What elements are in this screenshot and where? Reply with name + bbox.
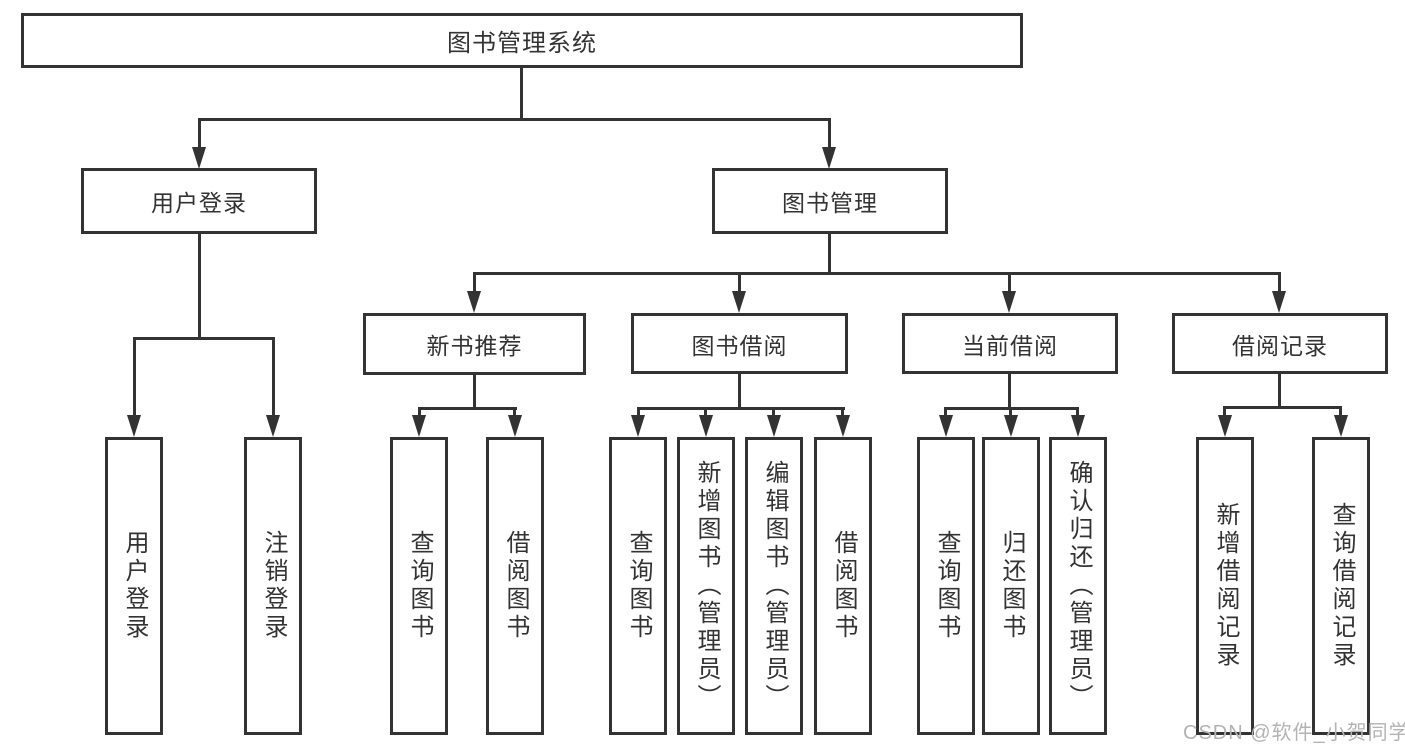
connector-line bbox=[1278, 272, 1281, 292]
node-book-borrowing: 图书借阅 bbox=[631, 313, 848, 374]
connector-line bbox=[1223, 406, 1226, 416]
arrow-down-icon bbox=[732, 291, 746, 313]
leaf-query-books-current: 查询图书 bbox=[917, 437, 975, 735]
connector-line bbox=[198, 118, 831, 121]
arrow-down-icon bbox=[412, 415, 426, 437]
arrow-down-icon bbox=[1004, 415, 1018, 437]
arrow-down-icon bbox=[1002, 291, 1016, 313]
leaf-confirm-return-admin: 确认归还（管理员） bbox=[1049, 437, 1107, 735]
csdn-watermark: CSDN @软件_小贺同学 bbox=[1183, 722, 1405, 744]
leaf-borrow-books-recommend: 借阅图书 bbox=[486, 437, 544, 735]
connector-line bbox=[944, 407, 947, 416]
leaf-add-borrow-record: 新增借阅记录 bbox=[1196, 437, 1254, 735]
node-new-book-recommendation: 新书推荐 bbox=[363, 313, 586, 375]
arrow-down-icon bbox=[1218, 415, 1232, 437]
connector-line bbox=[198, 118, 201, 149]
connector-line bbox=[1224, 406, 1342, 409]
connector-line bbox=[1008, 374, 1011, 407]
arrow-down-icon bbox=[1272, 291, 1286, 313]
connector-line bbox=[418, 407, 421, 416]
connector-line bbox=[473, 374, 476, 407]
connector-line bbox=[738, 374, 741, 407]
connector-line bbox=[133, 337, 136, 416]
connector-line bbox=[828, 118, 831, 149]
connector-line bbox=[1278, 374, 1281, 406]
leaf-query-books-borrowing: 查询图书 bbox=[609, 437, 667, 735]
connector-line bbox=[704, 407, 707, 416]
connector-line bbox=[637, 407, 845, 410]
node-book-management: 图书管理 bbox=[712, 168, 948, 234]
arrow-down-icon bbox=[699, 415, 713, 437]
connector-line bbox=[473, 272, 1281, 275]
arrow-down-icon bbox=[192, 147, 206, 169]
connector-line bbox=[520, 68, 523, 118]
node-library-management-system: 图书管理系统 bbox=[21, 13, 1023, 68]
connector-line bbox=[418, 407, 517, 410]
arrow-down-icon bbox=[767, 415, 781, 437]
connector-line bbox=[1009, 407, 1012, 416]
arrow-down-icon bbox=[822, 147, 836, 169]
arrow-down-icon bbox=[127, 415, 141, 437]
connector-line bbox=[473, 272, 476, 292]
connector-line bbox=[772, 407, 775, 416]
arrow-down-icon bbox=[266, 415, 280, 437]
connector-line bbox=[828, 234, 831, 272]
leaf-query-books-recommend: 查询图书 bbox=[390, 437, 448, 735]
arrow-down-icon bbox=[1071, 415, 1085, 437]
node-user-login: 用户登录 bbox=[81, 168, 317, 234]
connector-line bbox=[1076, 407, 1079, 416]
leaf-user-login: 用户登录 bbox=[105, 437, 163, 735]
node-current-borrowing: 当前借阅 bbox=[902, 313, 1118, 374]
arrow-down-icon bbox=[508, 415, 522, 437]
node-borrowing-records: 借阅记录 bbox=[1172, 313, 1388, 374]
connector-line bbox=[133, 337, 275, 340]
connector-line bbox=[198, 234, 201, 337]
leaf-query-borrow-record: 查询借阅记录 bbox=[1312, 437, 1370, 735]
connector-line bbox=[637, 407, 640, 416]
arrow-down-icon bbox=[939, 415, 953, 437]
arrow-down-icon bbox=[631, 415, 645, 437]
connector-line bbox=[945, 407, 1079, 410]
arrow-down-icon bbox=[467, 291, 481, 313]
leaf-logout: 注销登录 bbox=[244, 437, 302, 735]
leaf-return-books: 归还图书 bbox=[982, 437, 1040, 735]
connector-line bbox=[1339, 406, 1342, 416]
leaf-borrow-books: 借阅图书 bbox=[814, 437, 872, 735]
connector-line bbox=[841, 407, 844, 416]
connector-line bbox=[1008, 272, 1011, 292]
arrow-down-icon bbox=[836, 415, 850, 437]
connector-line bbox=[272, 337, 275, 416]
leaf-edit-books-admin: 编辑图书（管理员） bbox=[745, 437, 803, 735]
leaf-add-books-admin: 新增图书（管理员） bbox=[677, 437, 735, 735]
arrow-down-icon bbox=[1334, 415, 1348, 437]
connector-line bbox=[738, 272, 741, 292]
connector-line bbox=[513, 407, 516, 416]
